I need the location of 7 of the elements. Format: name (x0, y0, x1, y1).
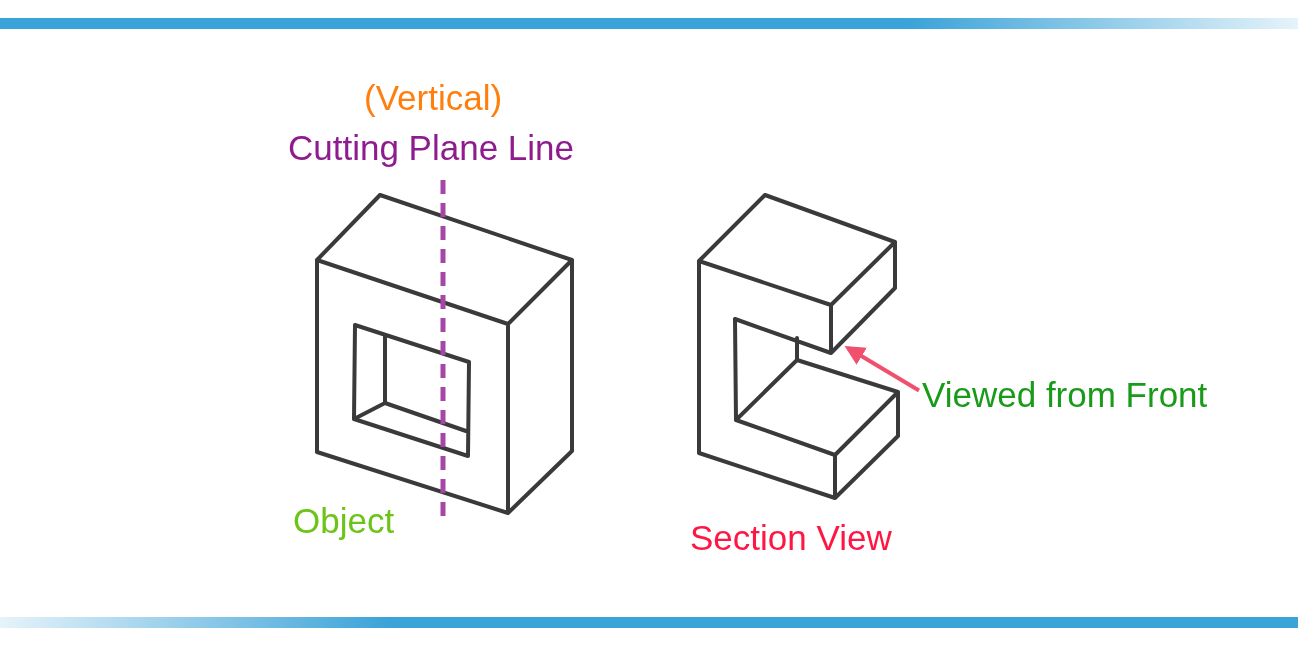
qualifier-label: (Vertical) (364, 80, 503, 115)
callout-label: Viewed from Front (922, 377, 1208, 412)
leader-arrow (844, 345, 921, 393)
section-view-drawing (697, 193, 900, 500)
object-label: Object (293, 503, 395, 538)
section-view-label: Section View (690, 520, 892, 555)
cutting-plane-label: Cutting Plane Line (288, 130, 575, 165)
